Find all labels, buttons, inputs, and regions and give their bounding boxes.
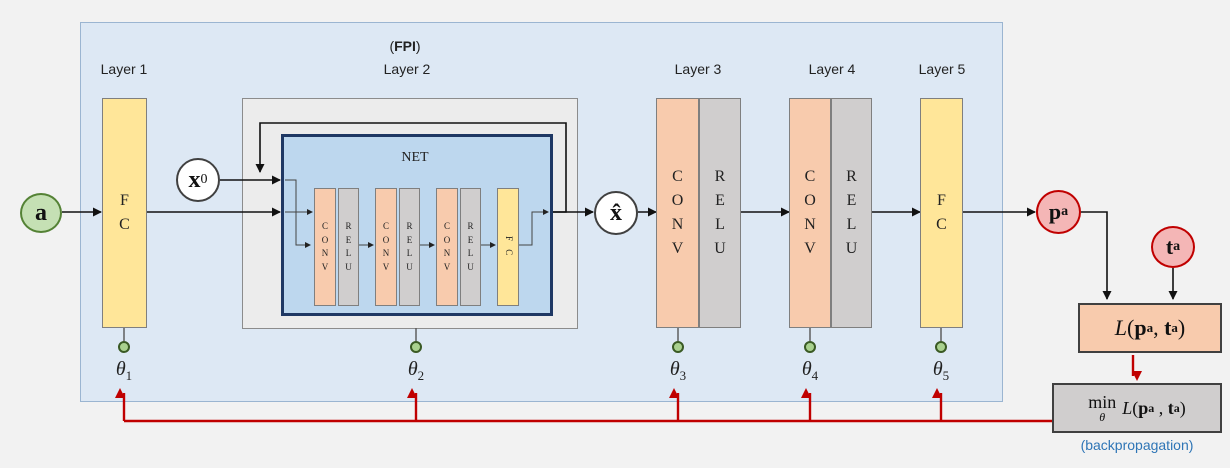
theta-3-label: θ3 xyxy=(669,358,687,383)
layer5-label: Layer 5 xyxy=(918,61,966,77)
param-dot-5 xyxy=(935,341,947,353)
net-label: NET xyxy=(401,150,429,165)
theta-4-label: θ4 xyxy=(801,358,819,383)
layer1-label: Layer 1 xyxy=(100,61,148,77)
layer2-label: Layer 2 xyxy=(383,61,431,77)
xhat-node: x̂ xyxy=(594,191,638,235)
net-fc-block: F C xyxy=(497,188,519,306)
param-dot-4 xyxy=(804,341,816,353)
param-dot-1 xyxy=(118,341,130,353)
backpropagation-label: (backpropagation) xyxy=(1080,437,1194,453)
theta-5-label: θ5 xyxy=(932,358,950,383)
param-dot-2 xyxy=(410,341,422,353)
param-dot-3 xyxy=(672,341,684,353)
layer4-label: Layer 4 xyxy=(808,61,856,77)
arrow-p-to-loss xyxy=(1081,211,1112,300)
theta-1-label: θ1 xyxy=(115,358,133,383)
layer3-label: Layer 3 xyxy=(674,61,722,77)
theta-2-label: θ2 xyxy=(407,358,425,383)
fpi-title: (FPI) xyxy=(389,38,421,54)
input-a-node: a xyxy=(20,193,62,233)
